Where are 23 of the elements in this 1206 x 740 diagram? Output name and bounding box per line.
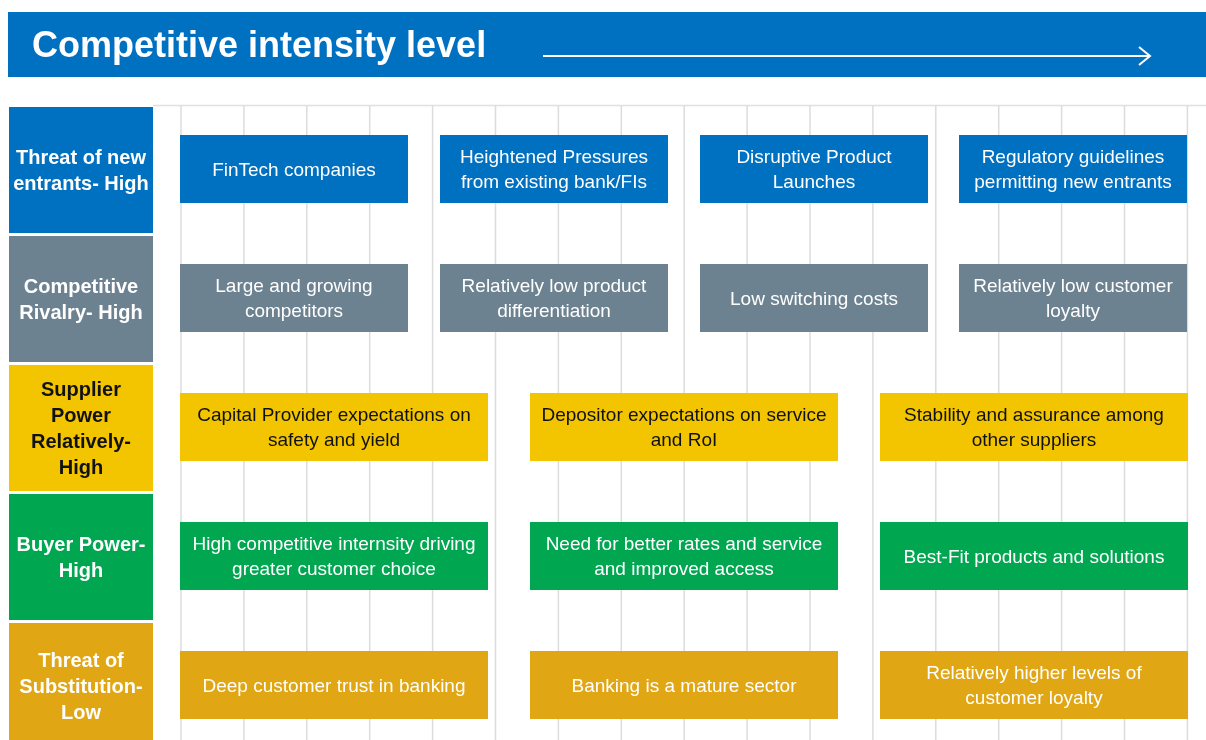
factor-box: Heightened Pressures from existing bank/FIs	[440, 135, 668, 203]
factor-box: High competitive internsity driving greater customer choice	[180, 522, 488, 590]
category-box: Threat of new entrants- High	[9, 107, 153, 233]
factor-box: Deep customer trust in banking	[180, 651, 488, 719]
factor-box: Relatively low product differentiation	[440, 264, 668, 332]
factor-box: FinTech companies	[180, 135, 408, 203]
category-box: Threat of Substitution- Low	[9, 623, 153, 740]
factor-box: Depositor expectations on service and RoI	[530, 393, 838, 461]
factor-box: Low switching costs	[700, 264, 928, 332]
factor-box: Relatively higher levels of customer loyalty	[880, 651, 1188, 719]
factor-box: Large and growing competitors	[180, 264, 408, 332]
factor-box: Stability and assurance among other suppliers	[880, 393, 1188, 461]
title: Competitive intensity level	[32, 23, 487, 66]
factor-box: Disruptive Product Launches	[700, 135, 928, 203]
factor-box: Regulatory guidelines permitting new entrants	[959, 135, 1187, 203]
category-box: Competitive Rivalry- High	[9, 236, 153, 362]
factor-box: Best-Fit products and solutions	[880, 522, 1188, 590]
factor-box: Banking is a mature sector	[530, 651, 838, 719]
category-box: Supplier Power Relatively- High	[9, 365, 153, 491]
category-box: Buyer Power- High	[9, 494, 153, 620]
factor-box: Capital Provider expectations on safety and yield	[180, 393, 488, 461]
factor-box: Relatively low customer loyalty	[959, 264, 1187, 332]
factor-box: Need for better rates and service and improved access	[530, 522, 838, 590]
